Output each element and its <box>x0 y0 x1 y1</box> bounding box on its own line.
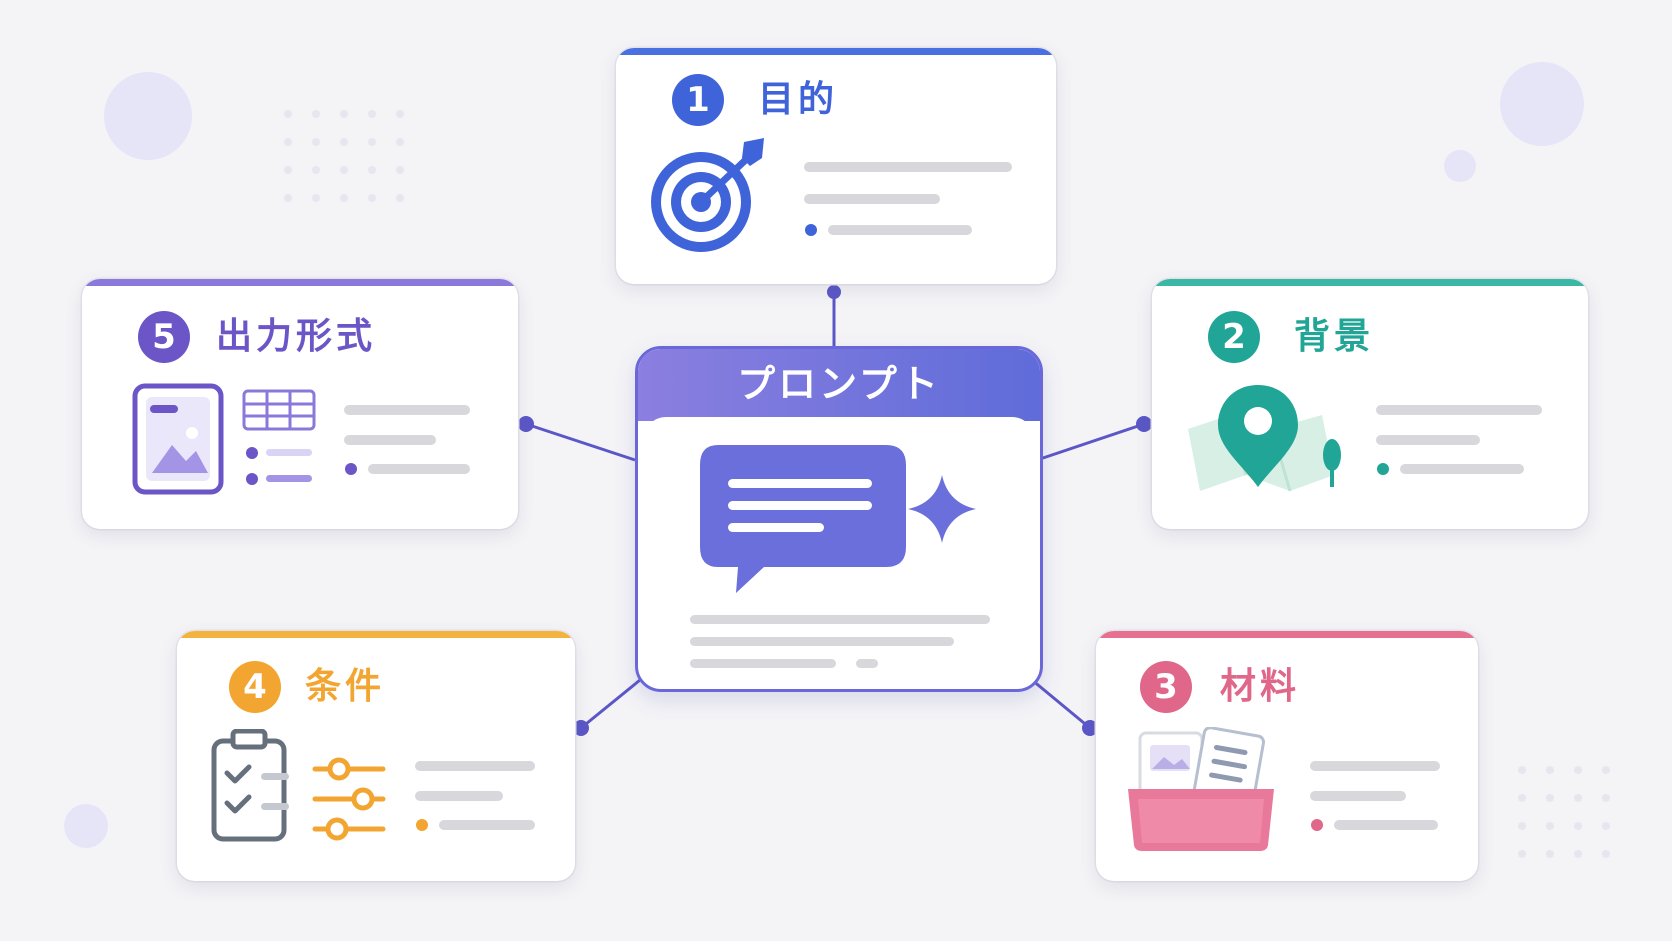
decor-dot <box>1602 794 1610 802</box>
card-output-format: 5 出力形式 <box>82 279 518 529</box>
decor-circle <box>1500 62 1584 146</box>
decor-dot <box>396 110 404 118</box>
decor-dot <box>312 138 320 146</box>
card-accent-bar <box>177 631 575 638</box>
step-number-badge: 3 <box>1140 661 1192 713</box>
decor-dot <box>312 110 320 118</box>
decor-dot <box>340 110 348 118</box>
connector-node <box>1082 720 1098 736</box>
decor-dot-grid <box>284 110 404 202</box>
folder-documents-icon <box>1128 727 1274 851</box>
target-icon <box>651 138 764 252</box>
connector-output-format <box>525 422 636 462</box>
card-title: 条件 <box>305 666 386 707</box>
decor-dot <box>284 138 292 146</box>
placeholder-text-lines <box>344 405 470 475</box>
layout-table-icon <box>132 383 316 495</box>
decor-dot <box>396 194 404 202</box>
connector-node <box>1136 416 1152 432</box>
decor-dot <box>1602 766 1610 774</box>
decor-dot <box>1574 850 1582 858</box>
decor-dot <box>284 194 292 202</box>
step-number-badge: 2 <box>1208 311 1260 363</box>
decor-dot <box>284 166 292 174</box>
decor-dot <box>396 138 404 146</box>
decor-circle <box>64 804 108 848</box>
decor-dot <box>1602 822 1610 830</box>
placeholder-text-lines <box>690 615 990 668</box>
card-accent-bar <box>82 279 518 286</box>
step-number-badge: 1 <box>672 74 724 126</box>
card-title: 材料 <box>1220 666 1301 707</box>
placeholder-text-lines <box>415 761 535 831</box>
connector-background <box>1036 422 1145 462</box>
decor-dot <box>1574 766 1582 774</box>
card-accent-bar <box>1096 631 1478 638</box>
card-accent-bar <box>1152 279 1588 286</box>
decor-dot <box>1518 766 1526 774</box>
decor-dot <box>1518 850 1526 858</box>
decor-dot <box>368 194 376 202</box>
decor-dot <box>312 166 320 174</box>
step-number-badge: 5 <box>138 311 190 363</box>
decor-dot <box>1518 794 1526 802</box>
placeholder-text-lines <box>1376 405 1542 475</box>
decor-dot <box>312 194 320 202</box>
decor-circle <box>1444 150 1476 182</box>
decor-dot <box>368 110 376 118</box>
card-title: 出力形式 <box>216 316 377 357</box>
decor-dot <box>1546 822 1554 830</box>
decor-circle <box>104 72 192 160</box>
decor-dot <box>340 138 348 146</box>
decor-dot <box>368 166 376 174</box>
decor-dot <box>1574 794 1582 802</box>
decor-dot <box>396 166 404 174</box>
center-card-body <box>644 417 1034 683</box>
card-background: 2 背景 <box>1152 279 1588 529</box>
card-title: 背景 <box>1294 316 1375 357</box>
decor-dot <box>1546 850 1554 858</box>
decor-dot <box>1574 822 1582 830</box>
chat-bubble-sparkle-icon <box>700 445 976 593</box>
decor-dot <box>368 138 376 146</box>
card-accent-bar <box>616 48 1056 55</box>
decor-dot <box>1546 794 1554 802</box>
card-conditions: 4 条件 <box>177 631 575 881</box>
decor-dot <box>284 110 292 118</box>
connector-node <box>827 285 841 299</box>
placeholder-text-lines <box>1310 761 1440 831</box>
placeholder-text-lines <box>804 162 1012 236</box>
card-title: 目的 <box>758 79 839 120</box>
connector-node <box>573 720 589 736</box>
card-purpose: 1 目的 <box>616 48 1056 284</box>
decor-dot <box>340 194 348 202</box>
map-pin-icon <box>1188 385 1341 492</box>
decor-dot <box>1602 850 1610 858</box>
decor-dot <box>1546 766 1554 774</box>
clipboard-sliders-icon <box>211 729 386 842</box>
connector-conditions <box>580 678 641 730</box>
center-card-header: プロンプト <box>638 349 1040 421</box>
decor-dot-grid <box>1518 766 1610 858</box>
connector-materials <box>1031 678 1091 730</box>
card-materials: 3 材料 <box>1096 631 1478 881</box>
decor-dot <box>340 166 348 174</box>
center-prompt-card: プロンプト <box>635 346 1043 692</box>
step-number-badge: 4 <box>229 661 281 713</box>
connector-node <box>518 416 534 432</box>
center-card-title: プロンプト <box>737 362 941 406</box>
decor-dot <box>1518 822 1526 830</box>
